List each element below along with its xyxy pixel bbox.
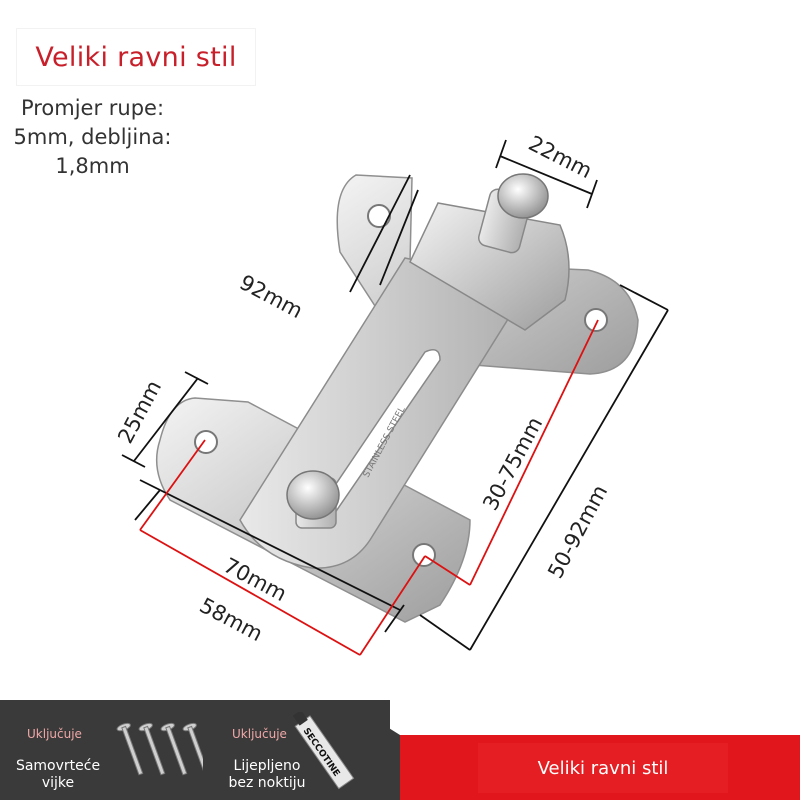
- spec-line-2: 5mm, debljina:: [13, 125, 172, 149]
- glue-label-line-2: bez noktiju: [228, 775, 306, 791]
- dim-58mm: 58mm: [196, 593, 267, 646]
- product-illustration: STAINLESS STEEL 22mm 92mm 2: [113, 131, 669, 656]
- lower-knob: [286, 470, 340, 529]
- included-label-1: Uključuje: [27, 727, 82, 741]
- dim-92mm: 92mm: [236, 270, 307, 323]
- red-dimension-lines: [139, 319, 599, 656]
- page-title: Veliki ravni stil: [35, 41, 237, 73]
- screws-label: Samovrteće vijke: [8, 758, 108, 792]
- dim-22mm: 22mm: [525, 131, 596, 183]
- included-label-2: Uključuje: [232, 727, 287, 741]
- dim-50-92mm: 50-92mm: [543, 481, 612, 582]
- dim-70mm: 70mm: [220, 553, 291, 606]
- glue-tube-icon: SECCOTINE: [292, 712, 355, 790]
- screws-label-line-1: Samovrteće: [15, 758, 101, 774]
- glue-label-line-1: Lijepljeno: [233, 758, 301, 774]
- dimension-lines: [121, 139, 669, 651]
- knob-icon: [286, 470, 340, 520]
- bolt-housing: [409, 173, 570, 331]
- glue-label: Lijepljeno bez noktiju: [212, 758, 322, 792]
- style-option-button[interactable]: Veliki ravni stil: [478, 743, 728, 793]
- screw-hole-icon: [584, 308, 608, 332]
- dim-25mm: 25mm: [113, 376, 166, 447]
- spec-text: Promjer rupe: 5mm, debljina: 1,8mm: [0, 94, 185, 181]
- screw-hole-icon: [412, 543, 436, 567]
- spec-line-1: Promjer rupe:: [20, 96, 165, 120]
- spec-line-3: 1,8mm: [55, 154, 130, 178]
- dim-30-75mm: 30-75mm: [478, 413, 547, 514]
- screws-label-line-2: vijke: [41, 775, 75, 791]
- title-box: Veliki ravni stil: [17, 29, 255, 85]
- screws-icon: [116, 722, 203, 776]
- screw-hole-icon: [367, 204, 391, 228]
- knob-icon: [497, 173, 549, 219]
